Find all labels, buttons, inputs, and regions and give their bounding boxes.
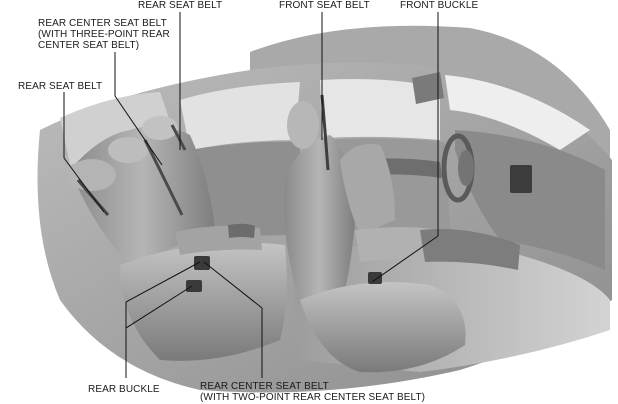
rear-seat-cushion <box>120 242 287 361</box>
rear-seat-back <box>70 126 215 265</box>
rear-center-belt-webbing <box>143 139 184 216</box>
leader-rear-buckle-lower <box>125 285 193 329</box>
center-display <box>510 165 532 193</box>
dashboard <box>455 130 605 270</box>
front-seat-belt-webbing <box>320 94 330 171</box>
rear-headrest-center <box>108 137 148 163</box>
rear-view-mirror <box>412 72 444 104</box>
leader-rear-center-three-point-diag <box>114 95 163 166</box>
leader-rear-seat-belt-left-diag <box>63 157 105 213</box>
front-headrest <box>287 101 319 149</box>
rear-seat-belt-right-webbing <box>170 124 187 151</box>
label-rear-center-two-point-2: (WITH TWO-POINT REAR CENTER SEAT BELT) <box>200 392 426 403</box>
label-rear-buckle: REAR BUCKLE <box>88 384 160 395</box>
label-rear-seat-belt-left: REAR SEAT BELT <box>18 81 103 92</box>
rear-buckle-upper <box>194 256 210 270</box>
label-rear-center-three-point-1: REAR CENTER SEAT BELT <box>38 18 167 29</box>
rear-door-window <box>180 82 300 150</box>
leader-rear-buckle-upper <box>125 261 201 303</box>
label-rear-seat-belt-top: REAR SEAT BELT <box>138 0 223 11</box>
label-rear-center-two-point-1: REAR CENTER SEAT BELT <box>200 381 329 392</box>
roof-headliner <box>250 25 610 170</box>
front-seat-far <box>340 144 395 235</box>
rear-door-panel <box>190 141 300 240</box>
label-rear-center-three-point-3: CENTER SEAT BELT) <box>38 40 140 51</box>
leader-rear-center-two-point-diag <box>203 261 263 309</box>
label-front-buckle: FRONT BUCKLE <box>400 0 479 11</box>
front-seat-back <box>284 135 355 305</box>
rear-window <box>60 92 175 165</box>
label-rear-center-three-point-2: (WITH THREE-POINT REAR <box>38 29 170 40</box>
front-seat-cushion <box>300 282 466 373</box>
label-front-seat-belt: FRONT SEAT BELT <box>279 0 370 11</box>
front-buckle-part <box>368 272 382 284</box>
rear-buckle-lower <box>186 280 202 292</box>
windshield <box>445 75 590 150</box>
center-console <box>420 229 520 270</box>
rear-headrest-right <box>142 116 178 140</box>
leader-front-buckle-diagonal <box>371 235 439 283</box>
front-door-window <box>320 79 440 140</box>
